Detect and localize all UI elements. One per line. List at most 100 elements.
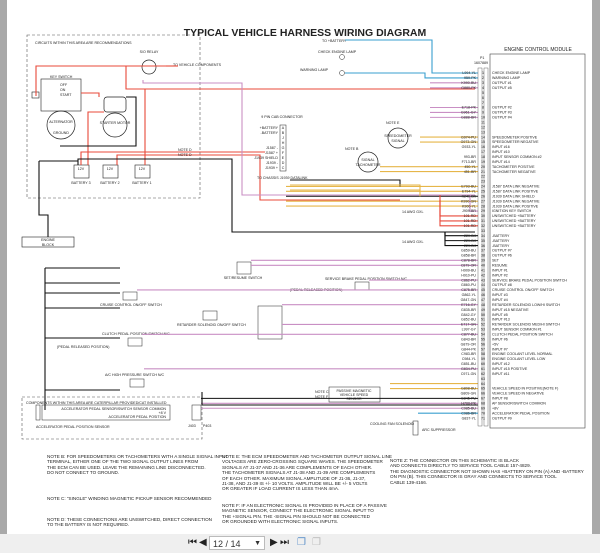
ecm-pin-number: 59: [481, 357, 485, 361]
cab-pin-label: J1587 +: [265, 151, 278, 155]
ecm-pin-label: OUTPUT #6: [492, 254, 512, 258]
tachometer-signal-label: SIGNAL: [361, 158, 374, 162]
note-d-label-2: NOTE D: [178, 153, 192, 157]
ecm-pin-number: 66: [481, 392, 485, 396]
ecm-wire-code: G845-PU: [461, 397, 476, 401]
ecm-pin-label: INPUT #12: [492, 362, 510, 366]
svg-text:12V: 12V: [107, 167, 114, 171]
alternator-ground-label: GROUND: [53, 131, 69, 135]
ecm-pin-number: 53: [481, 328, 485, 332]
ecm-wire-code: C971-GN: [461, 372, 477, 376]
ap-8v-label: +8 V: [159, 411, 167, 415]
ecm-pin-number: 65: [481, 387, 485, 391]
ecm-pin-number: 26: [481, 194, 485, 198]
ecm-pin-label: J1587 DATA LINK POSITIVE: [492, 190, 539, 194]
ecm-pin-row: 7: [482, 101, 484, 105]
ecm-pin-label: OUTPUT #7: [492, 249, 512, 253]
ecm-pin-number: 8: [482, 106, 484, 110]
ecm-pin-number: 4: [482, 86, 484, 90]
ecm-pin-label: OUTPUT #2: [492, 106, 512, 110]
starter-label: STARTER MOTOR: [100, 121, 131, 125]
fit-page-icon[interactable]: ❐: [297, 537, 306, 548]
next-page-button[interactable]: ▶: [270, 537, 278, 548]
ecm-pin-row: 63: [481, 377, 485, 381]
page-number-input[interactable]: 12 / 14 ▼: [209, 536, 265, 550]
ecm-pin-label: OUTPUT #1: [492, 81, 512, 85]
cab-pin-label: J1939 SHIELD: [254, 156, 278, 160]
ecm-connector-housing-2: [483, 67, 489, 427]
ecm-wire-code: L997-GY: [462, 328, 477, 332]
ecm-pin-label: SET: [492, 259, 500, 263]
ecm-wire-code: C879-OR: [461, 263, 477, 267]
warning-lamp-wire: [345, 72, 478, 79]
cab-connector: [279, 124, 287, 172]
ecm-wire-code: J909-BR: [462, 209, 476, 213]
ecm-pin-row: 64: [481, 382, 485, 386]
ecm-pin-label: OUTPUT #8: [492, 283, 512, 287]
svg-text:12V: 12V: [139, 167, 146, 171]
ecm-wire-code: 101-RD: [464, 219, 477, 223]
ecm-pin-label: CLUTCH PEDAL POSITION SWITCH: [492, 332, 553, 336]
last-page-button[interactable]: ⏭: [280, 537, 289, 548]
clutch-switch-label: CLUTCH PEDAL POSITION SWITCH N/C: [102, 332, 170, 336]
arc-suppressor-label: ARC SUPPRESSOR: [422, 428, 456, 432]
service-brake-switch: [354, 281, 370, 291]
cab-pin-letter: D: [282, 161, 285, 165]
ecm-wire-code: 450-YL: [464, 165, 476, 169]
ecm-pin-label: INPUT #15 POSITIVE: [492, 367, 528, 371]
ecm-pin-label: INPUT #13: [492, 318, 510, 322]
ecm-pin-number: 50: [481, 313, 485, 317]
ecm-pin-label: INPUT #11: [492, 372, 509, 376]
ecm-pin-number: 18: [481, 155, 485, 159]
ecm-wire-code: 959-PK: [464, 76, 477, 80]
ecm-wire-code: C862-PU: [461, 278, 476, 282]
vss-label-3: SENSOR: [346, 397, 362, 401]
ecm-wire-code: C984-YL: [462, 357, 476, 361]
prev-page-button[interactable]: ◀: [199, 537, 207, 548]
ecm-pin-label: J1939 DATA LINK SHIELD: [492, 194, 535, 198]
ecm-wire-code: F713-BR: [462, 160, 477, 164]
ecm-pin-label: INPUT #3: [492, 293, 508, 297]
first-page-button[interactable]: ⏮: [188, 537, 197, 548]
ecm-wire-code: G834-PU: [461, 367, 476, 371]
ecm-wire-code: 993-BR: [464, 155, 477, 159]
ecm-pin-label: +5V: [492, 342, 499, 346]
ecm-pin-label: IGNITION KEY SWITCH: [492, 209, 532, 213]
ecm-pin-row: 13: [481, 130, 485, 134]
vss-label-2: VEHICLE SPEED: [340, 393, 369, 397]
ecm-pin-number: 12: [481, 125, 485, 129]
recommendation-label: CIRCUITS WITHIN THIS AREA ARE RECOMMENDA…: [35, 41, 132, 45]
ecm-pin-number: 57: [481, 347, 485, 351]
ground-wire: [444, 232, 478, 247]
ecm-pin-number: 43: [481, 278, 485, 282]
ecm-pin-label: CRUISE CONTROL ON/OFF SWITCH: [492, 288, 554, 292]
ecm-pin-number: 71: [481, 416, 485, 420]
relay-symbol: [141, 59, 157, 75]
ecm-wire-code: E717-GN: [461, 323, 476, 327]
fit-width-icon[interactable]: ❐: [312, 537, 321, 548]
retarder-selector-switch: [257, 305, 283, 340]
signal-wires: [45, 39, 478, 414]
engine-block-label-2: BLOCK: [42, 243, 55, 247]
ecm-wire-code: E718-PK: [462, 106, 477, 110]
ecm-pin-label: INPUT #10: [492, 150, 510, 154]
page-number-value: 12 / 14: [213, 539, 241, 549]
chevron-down-icon[interactable]: ▼: [254, 540, 261, 547]
ecm-connector-part: 1607889: [474, 61, 488, 65]
ecm-pin-number: 13: [481, 130, 485, 134]
ecm-pin-number: 70: [481, 411, 485, 415]
